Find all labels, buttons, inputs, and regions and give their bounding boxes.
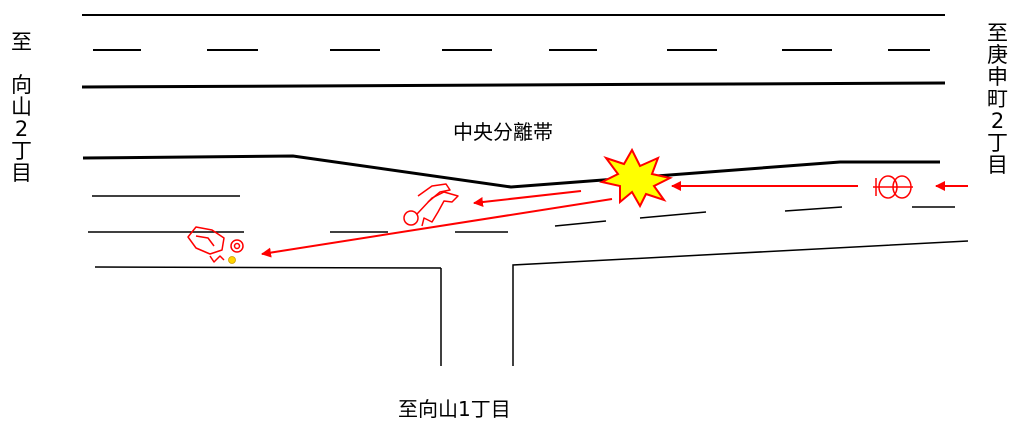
right-label-char: 目: [987, 153, 1008, 177]
left-label-char: 2: [14, 117, 29, 141]
left-direction-label: 至 向 山 2 丁 目: [11, 31, 32, 184]
road-edge-bottom-right: [512, 240, 969, 366]
road-edge-bottom-left: [94, 266, 442, 269]
right-direction-label: 至 庚 申 町 2 丁 目: [987, 22, 1008, 176]
lower-road-lane-lines: [88, 206, 955, 233]
right-label-char: 庚: [987, 43, 1008, 67]
median-label: 中央分離帯: [453, 120, 553, 144]
collision-burst-icon: [599, 147, 673, 209]
left-label-char: 山: [11, 95, 32, 119]
fallen-rider-icon: [187, 226, 244, 263]
fallen-pedestrian-icon: [403, 183, 459, 227]
right-label-char: 丁: [987, 131, 1008, 155]
median-edge-top: [81, 81, 946, 89]
right-label-char: 2: [990, 109, 1005, 133]
helmet-icon: [228, 256, 236, 264]
left-label-char: 目: [11, 161, 32, 185]
right-label-char: 町: [987, 87, 1008, 111]
rider-throw-arrow: [261, 198, 613, 258]
pedestrian-throw-arrow: [473, 190, 582, 207]
bottom-direction-label: 至向山1丁目: [398, 397, 511, 421]
bicycle-icon: [873, 175, 913, 199]
left-label-char: 至: [11, 30, 32, 54]
right-label-char: 申: [987, 65, 1008, 89]
right-label-char: 至: [987, 21, 1008, 45]
left-label-char: 向: [11, 73, 32, 97]
left-label-char: 丁: [11, 139, 32, 163]
median-edge-bottom: [82, 154, 940, 189]
